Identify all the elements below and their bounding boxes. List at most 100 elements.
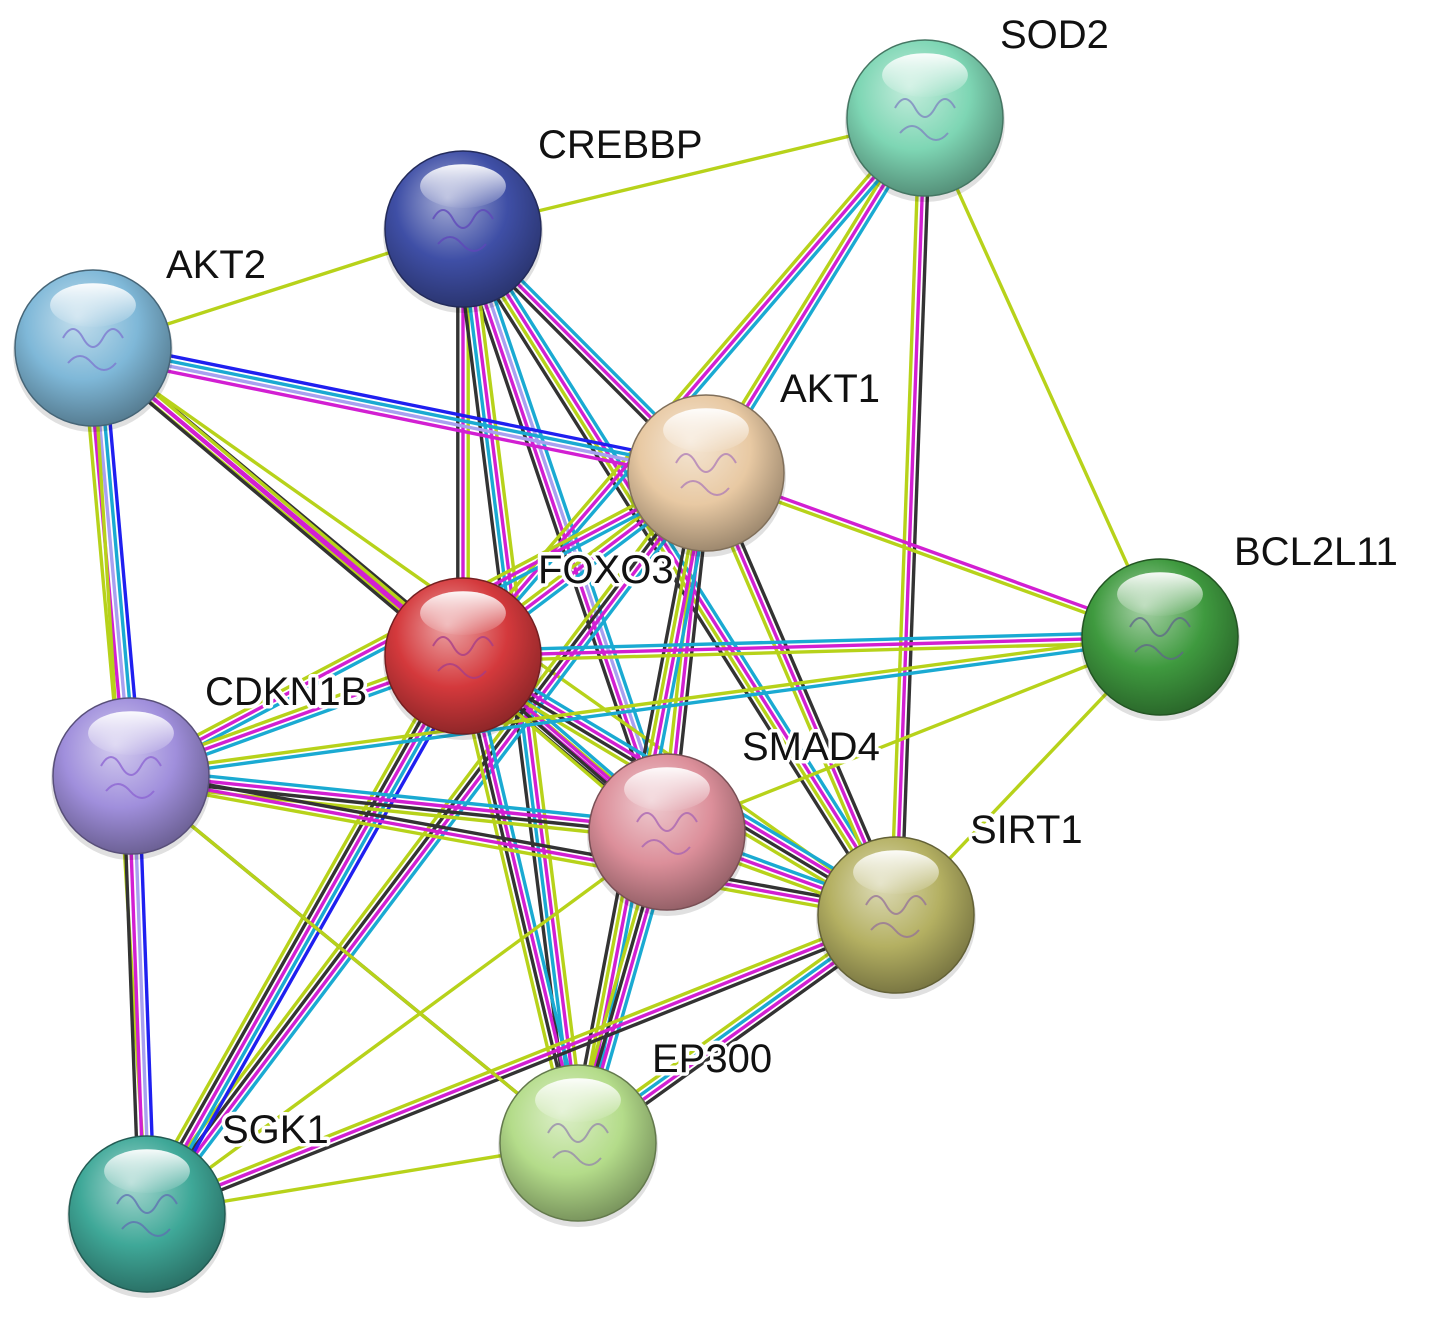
node-akt2[interactable]	[13, 269, 173, 432]
node-foxo3[interactable]	[383, 577, 543, 740]
node-label-cdkn1b: CDKN1B	[205, 670, 367, 714]
edge-bcl2l11-smad4	[666, 635, 1161, 834]
node-highlight	[535, 1078, 621, 1122]
node-label-halo: EP300	[652, 1037, 772, 1081]
node-label-halo: AKT2	[166, 243, 266, 287]
edge-foxo3-bcl2l11	[462, 630, 1161, 663]
edge-strand-black	[454, 232, 891, 921]
edge-strand-cyan	[468, 653, 588, 1142]
protein-structure-icon	[636, 812, 698, 855]
node-label-foxo3: FOXO3	[538, 548, 674, 592]
edge-strand-cyan	[150, 657, 469, 1218]
edge-strand-cyan	[465, 120, 931, 661]
node-sgk1[interactable]	[67, 1135, 227, 1298]
edge-strand-blue	[154, 660, 474, 1220]
edge-sirt1-sgk1	[144, 908, 899, 1221]
protein-structure-icon	[1129, 617, 1191, 660]
edge-strand-blue	[94, 338, 708, 468]
edge-strand-cyan	[151, 476, 714, 1220]
node-label-ep300: EP300	[652, 1037, 772, 1081]
node-highlight	[853, 850, 939, 894]
node-label-crebbp: CREBBP	[538, 123, 703, 167]
edge-strand-yellowgreen	[889, 117, 922, 915]
edge-akt1-bcl2l11	[704, 469, 1162, 641]
node-label-halo: AKT1	[780, 367, 880, 411]
protein-structure-icon	[675, 453, 737, 496]
node-label-sirt1: SIRT1	[970, 808, 1083, 852]
protein-structure-icon	[432, 209, 494, 252]
protein-structure-icon	[432, 636, 494, 679]
edge-sod2-bcl2l11	[923, 117, 1162, 638]
protein-structure-icon	[547, 1123, 609, 1166]
edge-akt1-sirt1	[699, 470, 903, 918]
edge-strand-cyan	[93, 343, 707, 473]
protein-structure-icon	[116, 1194, 178, 1237]
node-label-halo: CDKN1B	[205, 670, 367, 714]
edge-strand-cyan	[131, 637, 1161, 781]
node-highlight	[420, 591, 506, 635]
edge-strand-magenta	[704, 472, 898, 916]
edge-strand-magenta	[462, 635, 1161, 658]
node-label-halo: SIRT1	[970, 808, 1083, 852]
node-label-sgk1: SGK1	[222, 1108, 329, 1152]
node-highlight	[88, 711, 174, 755]
edge-cdkn1b-sirt1	[129, 769, 898, 922]
node-akt1[interactable]	[626, 394, 786, 557]
node-highlight	[420, 164, 506, 208]
node-sirt1[interactable]	[816, 836, 976, 999]
protein-structure-icon	[865, 895, 927, 938]
edge-strand-magenta	[147, 473, 710, 1217]
edge-strand-yellowgreen	[666, 635, 1161, 834]
edge-smad4-sgk1	[145, 830, 669, 1216]
node-label-halo: CREBBP	[538, 123, 703, 167]
node-highlight	[1117, 572, 1203, 616]
node-bcl2l11[interactable]	[1080, 558, 1240, 721]
node-ep300[interactable]	[498, 1064, 658, 1227]
node-crebbp[interactable]	[383, 150, 543, 313]
edge-strand-yellowgreen	[453, 657, 573, 1146]
edge-strand-magenta	[894, 117, 927, 916]
node-label-halo: SGK1	[222, 1108, 329, 1152]
node-label-akt1: AKT1	[780, 367, 880, 411]
edge-strand-black	[453, 230, 662, 836]
edge-strand-magenta	[463, 655, 583, 1143]
edge-strand-yellowgreen	[144, 908, 895, 1211]
edge-strand-yellowgreen	[462, 116, 926, 231]
nodes-layer	[13, 39, 1240, 1298]
edge-strand-yellowgreen	[129, 779, 896, 922]
edge-strand-black	[141, 652, 460, 1213]
edge-strand-magenta	[463, 226, 900, 915]
node-label-smad4: SMAD4	[742, 725, 880, 769]
edge-strand-yellowgreen	[145, 830, 669, 1216]
edge-strand-yellowgreen	[699, 474, 893, 918]
edge-strand-magenta	[145, 655, 465, 1215]
node-smad4[interactable]	[587, 753, 747, 916]
node-sod2[interactable]	[845, 39, 1005, 202]
edge-strand-yellowgreen	[463, 640, 1161, 663]
edge-foxo3-ep300	[453, 653, 588, 1146]
node-highlight	[624, 767, 710, 811]
edge-strand-yellowgreen	[923, 117, 1162, 638]
edge-strand-yellowgreen	[136, 650, 456, 1210]
edge-foxo3-sgk1	[136, 650, 474, 1220]
edge-strand-magenta	[706, 469, 1162, 637]
edge-strand-magenta	[91, 353, 705, 483]
edge-strand-magenta	[130, 774, 897, 917]
node-label-bcl2l11: BCL2L11	[1234, 530, 1398, 574]
edge-strand-magenta	[146, 913, 897, 1216]
edge-bcl2l11-cdkn1b	[130, 632, 1161, 781]
edge-strand-black	[148, 918, 899, 1221]
node-label-halo: BCL2L11	[1234, 530, 1398, 574]
node-label-akt2: AKT2	[166, 243, 266, 287]
edge-strand-cyan	[131, 766, 668, 826]
edge-akt2-akt1	[91, 338, 708, 483]
edge-crebbp-sod2	[462, 116, 926, 231]
labels-layer: SOD2SOD2CREBBPCREBBPAKT2AKT2AKT1AKT1BCL2…	[163, 10, 1402, 1156]
edge-strand-cyan	[462, 630, 1160, 653]
edge-strand-yellowgreen	[129, 774, 580, 1145]
node-label-halo: SMAD4	[742, 725, 880, 769]
node-cdkn1b[interactable]	[51, 697, 211, 860]
edge-strand-black	[131, 769, 898, 912]
edge-strand-black	[899, 118, 932, 916]
